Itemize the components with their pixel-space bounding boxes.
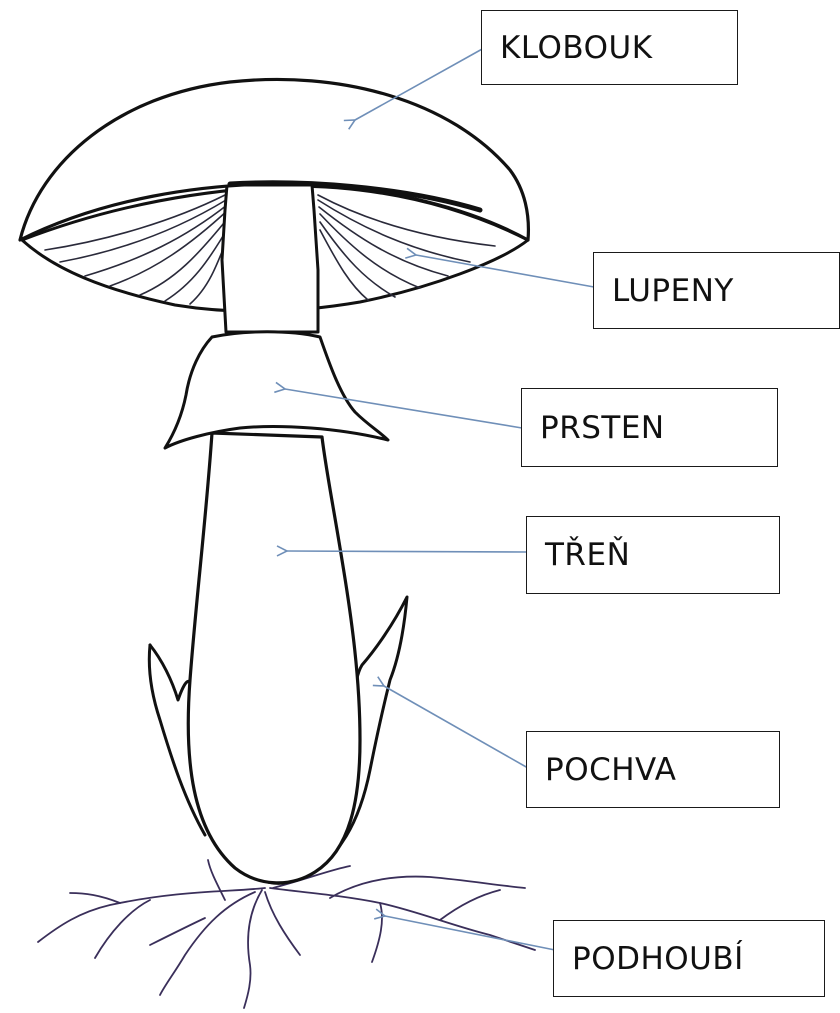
upper-stem <box>222 185 318 332</box>
label-podhoubi-text: PODHOUBÍ <box>572 941 744 977</box>
label-lupeny: LUPENY <box>593 252 840 329</box>
arrow-pochva <box>384 686 528 768</box>
label-klobouk: KLOBOUK <box>481 10 738 85</box>
label-lupeny-text: LUPENY <box>612 273 734 309</box>
label-podhoubi: PODHOUBÍ <box>553 920 825 997</box>
arrow-podhoubi <box>385 916 555 950</box>
stem <box>188 433 360 883</box>
ring <box>165 332 388 448</box>
label-pochva-text: POCHVA <box>545 752 676 788</box>
arrow-tren <box>287 551 527 552</box>
label-klobouk-text: KLOBOUK <box>500 30 653 66</box>
label-prsten: PRSTEN <box>521 388 778 467</box>
label-prsten-text: PRSTEN <box>540 410 665 446</box>
label-pochva: POCHVA <box>526 731 780 808</box>
label-tren: TŘEŇ <box>526 516 780 594</box>
label-tren-text: TŘEŇ <box>545 537 630 573</box>
